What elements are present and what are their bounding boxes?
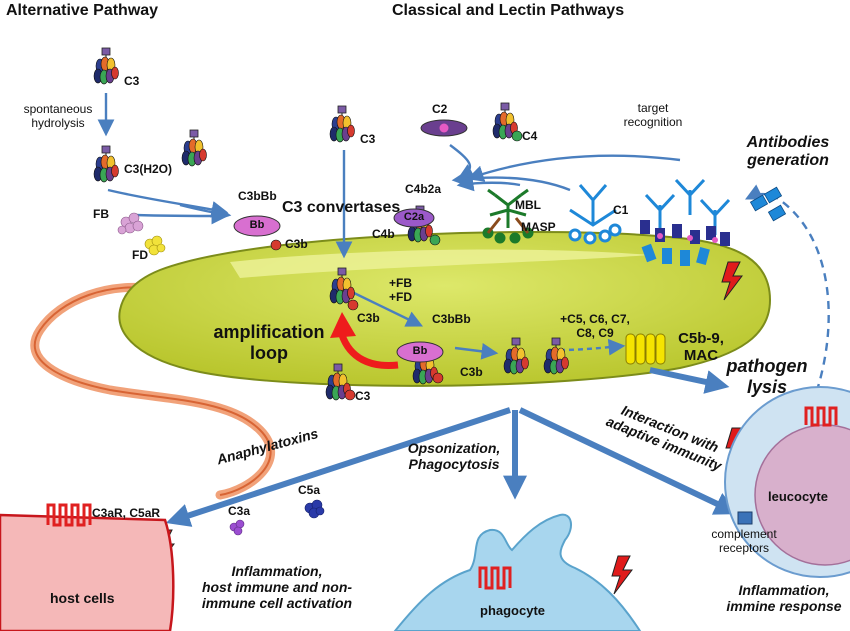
c3h2o-label: C3(H2O) xyxy=(124,162,173,176)
bb-ellipse-loop xyxy=(396,341,444,363)
target-recognition-label: target recognition xyxy=(623,101,683,129)
alternative-pathway-title: Alternative Pathway xyxy=(6,2,159,19)
c1-label: C1 xyxy=(613,203,629,217)
c3ar-c5ar-receptor-icon xyxy=(46,503,92,527)
antibodies-generation-label: Antibodies generation xyxy=(746,134,830,170)
phagocyte-receptor-icon xyxy=(478,566,512,590)
opsonization-label: Opsonization, Phagocytosis xyxy=(407,440,501,473)
c5a-molecule-icon xyxy=(304,499,325,519)
phagocyte-label: phagocyte xyxy=(480,603,546,618)
c3ar-c5ar-label: C3aR, C5aR xyxy=(92,506,161,520)
c3-bottom-label: C3 xyxy=(355,389,371,403)
mbl-masp-icon xyxy=(482,188,534,244)
spontaneous-hydrolysis-label: spontaneous hydrolysis xyxy=(23,102,93,130)
c3b-loop-label: C3b xyxy=(357,311,380,325)
terminal-components-label: +C5, C6, C7, C8, C9 xyxy=(560,312,630,340)
outcome-arrows xyxy=(165,367,739,527)
phagocyte-shape xyxy=(393,513,642,631)
pathway-arrows xyxy=(97,93,830,406)
inflammation-host-label: Inflammation, host immune and non- immun… xyxy=(201,563,353,612)
antibody-fragment-icons xyxy=(749,186,787,222)
inflammation-immune-label: Inflammation, immine response xyxy=(726,582,842,615)
c3b-fragment-icons xyxy=(270,130,523,401)
amplification-loop-arrow xyxy=(338,333,399,370)
pathogen-lysis-label: pathogen lysis xyxy=(726,356,808,397)
c3-label-mid: C3 xyxy=(360,132,376,146)
c3b-lower-label: C3b xyxy=(460,365,483,379)
fd-protein-icon xyxy=(144,235,166,256)
classical-lectin-pathway-title: Classical and Lectin Pathways xyxy=(392,2,625,19)
bacterium-highlight xyxy=(230,249,650,278)
leucocyte-label: leucocyte xyxy=(768,489,828,504)
mac-label: C5b-9, MAC xyxy=(678,330,724,365)
bacterium-flagellum-edge xyxy=(33,286,272,496)
fd-label: FD xyxy=(132,248,148,262)
amplification-loop-arrowhead xyxy=(330,312,356,338)
fb-label: FB xyxy=(93,207,109,221)
host-cell-shape xyxy=(0,513,175,631)
bb-loop-label: Bb xyxy=(412,345,428,357)
c4-label: C4 xyxy=(522,129,538,143)
complement-receptor-icon xyxy=(737,511,753,525)
leucocyte-receptor-icon xyxy=(804,406,838,427)
c3bbb-loop-label: C3bBb xyxy=(432,312,471,326)
antibody-cluster-icon xyxy=(640,178,731,266)
mac-pore-icon xyxy=(625,333,666,365)
fb-fd-label: +FB +FD xyxy=(389,276,413,304)
c4b-label: C4b xyxy=(372,227,395,241)
c3bbb-label: C3bBb xyxy=(238,189,277,203)
c3b-label-left: C3b xyxy=(285,237,308,251)
bb-ellipse xyxy=(233,215,281,237)
c2-label: C2 xyxy=(432,102,448,116)
c3-convertases-label: C3 convertases xyxy=(282,199,401,216)
amplification-loop-label: amplification loop xyxy=(213,322,325,363)
host-cells-label: host cells xyxy=(50,590,115,606)
c1-complex-icon xyxy=(568,184,622,245)
c3a-label: C3a xyxy=(228,504,251,518)
c3a-molecule-icon xyxy=(229,519,245,536)
fb-protein-icon xyxy=(117,212,144,235)
bb-label: Bb xyxy=(249,219,265,231)
c4b2a-label: C4b2a xyxy=(405,182,442,196)
mbl-label: MBL xyxy=(515,198,541,212)
masp-label: MASP xyxy=(521,220,556,234)
c2a-ellipse xyxy=(393,208,435,228)
c3-label-top: C3 xyxy=(124,74,140,88)
c2a-label: C2a xyxy=(403,211,425,223)
c5a-label: C5a xyxy=(298,483,321,497)
complement-receptors-label: complement receptors xyxy=(711,527,777,555)
